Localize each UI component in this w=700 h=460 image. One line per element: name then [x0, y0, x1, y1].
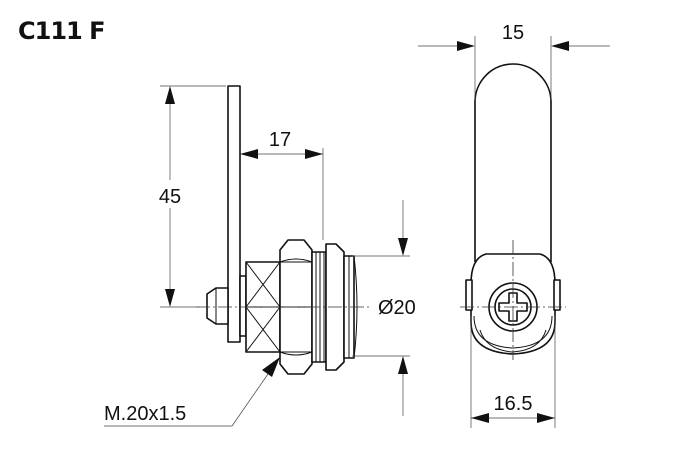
model-title: C111 F [18, 17, 104, 45]
cam-front [474, 63, 552, 262]
left-tab [465, 279, 473, 311]
spindle [206, 287, 229, 325]
dim-15-label: 15 [502, 22, 524, 44]
thread-callout: M.20x1.5 [104, 357, 280, 427]
dim-45: 45 [152, 85, 226, 308]
dim-16-5: 16.5 [470, 316, 556, 428]
dim-16-5-label: 16.5 [494, 393, 533, 415]
front-view: 15 16.5 [418, 22, 610, 428]
dim-diameter: Ø20 [352, 200, 416, 416]
thread-label: M.20x1.5 [104, 403, 186, 425]
right-tab [553, 279, 561, 311]
washer [239, 275, 247, 337]
dim-17-label: 17 [269, 129, 291, 151]
dim-15: 15 [418, 22, 610, 100]
dim-17: 17 [240, 129, 324, 240]
dim-diameter-label: Ø20 [378, 297, 416, 319]
side-view: 45 17 Ø20 M.20x1.5 [104, 85, 416, 427]
cam-plate [227, 85, 241, 343]
dim-45-label: 45 [159, 186, 181, 208]
